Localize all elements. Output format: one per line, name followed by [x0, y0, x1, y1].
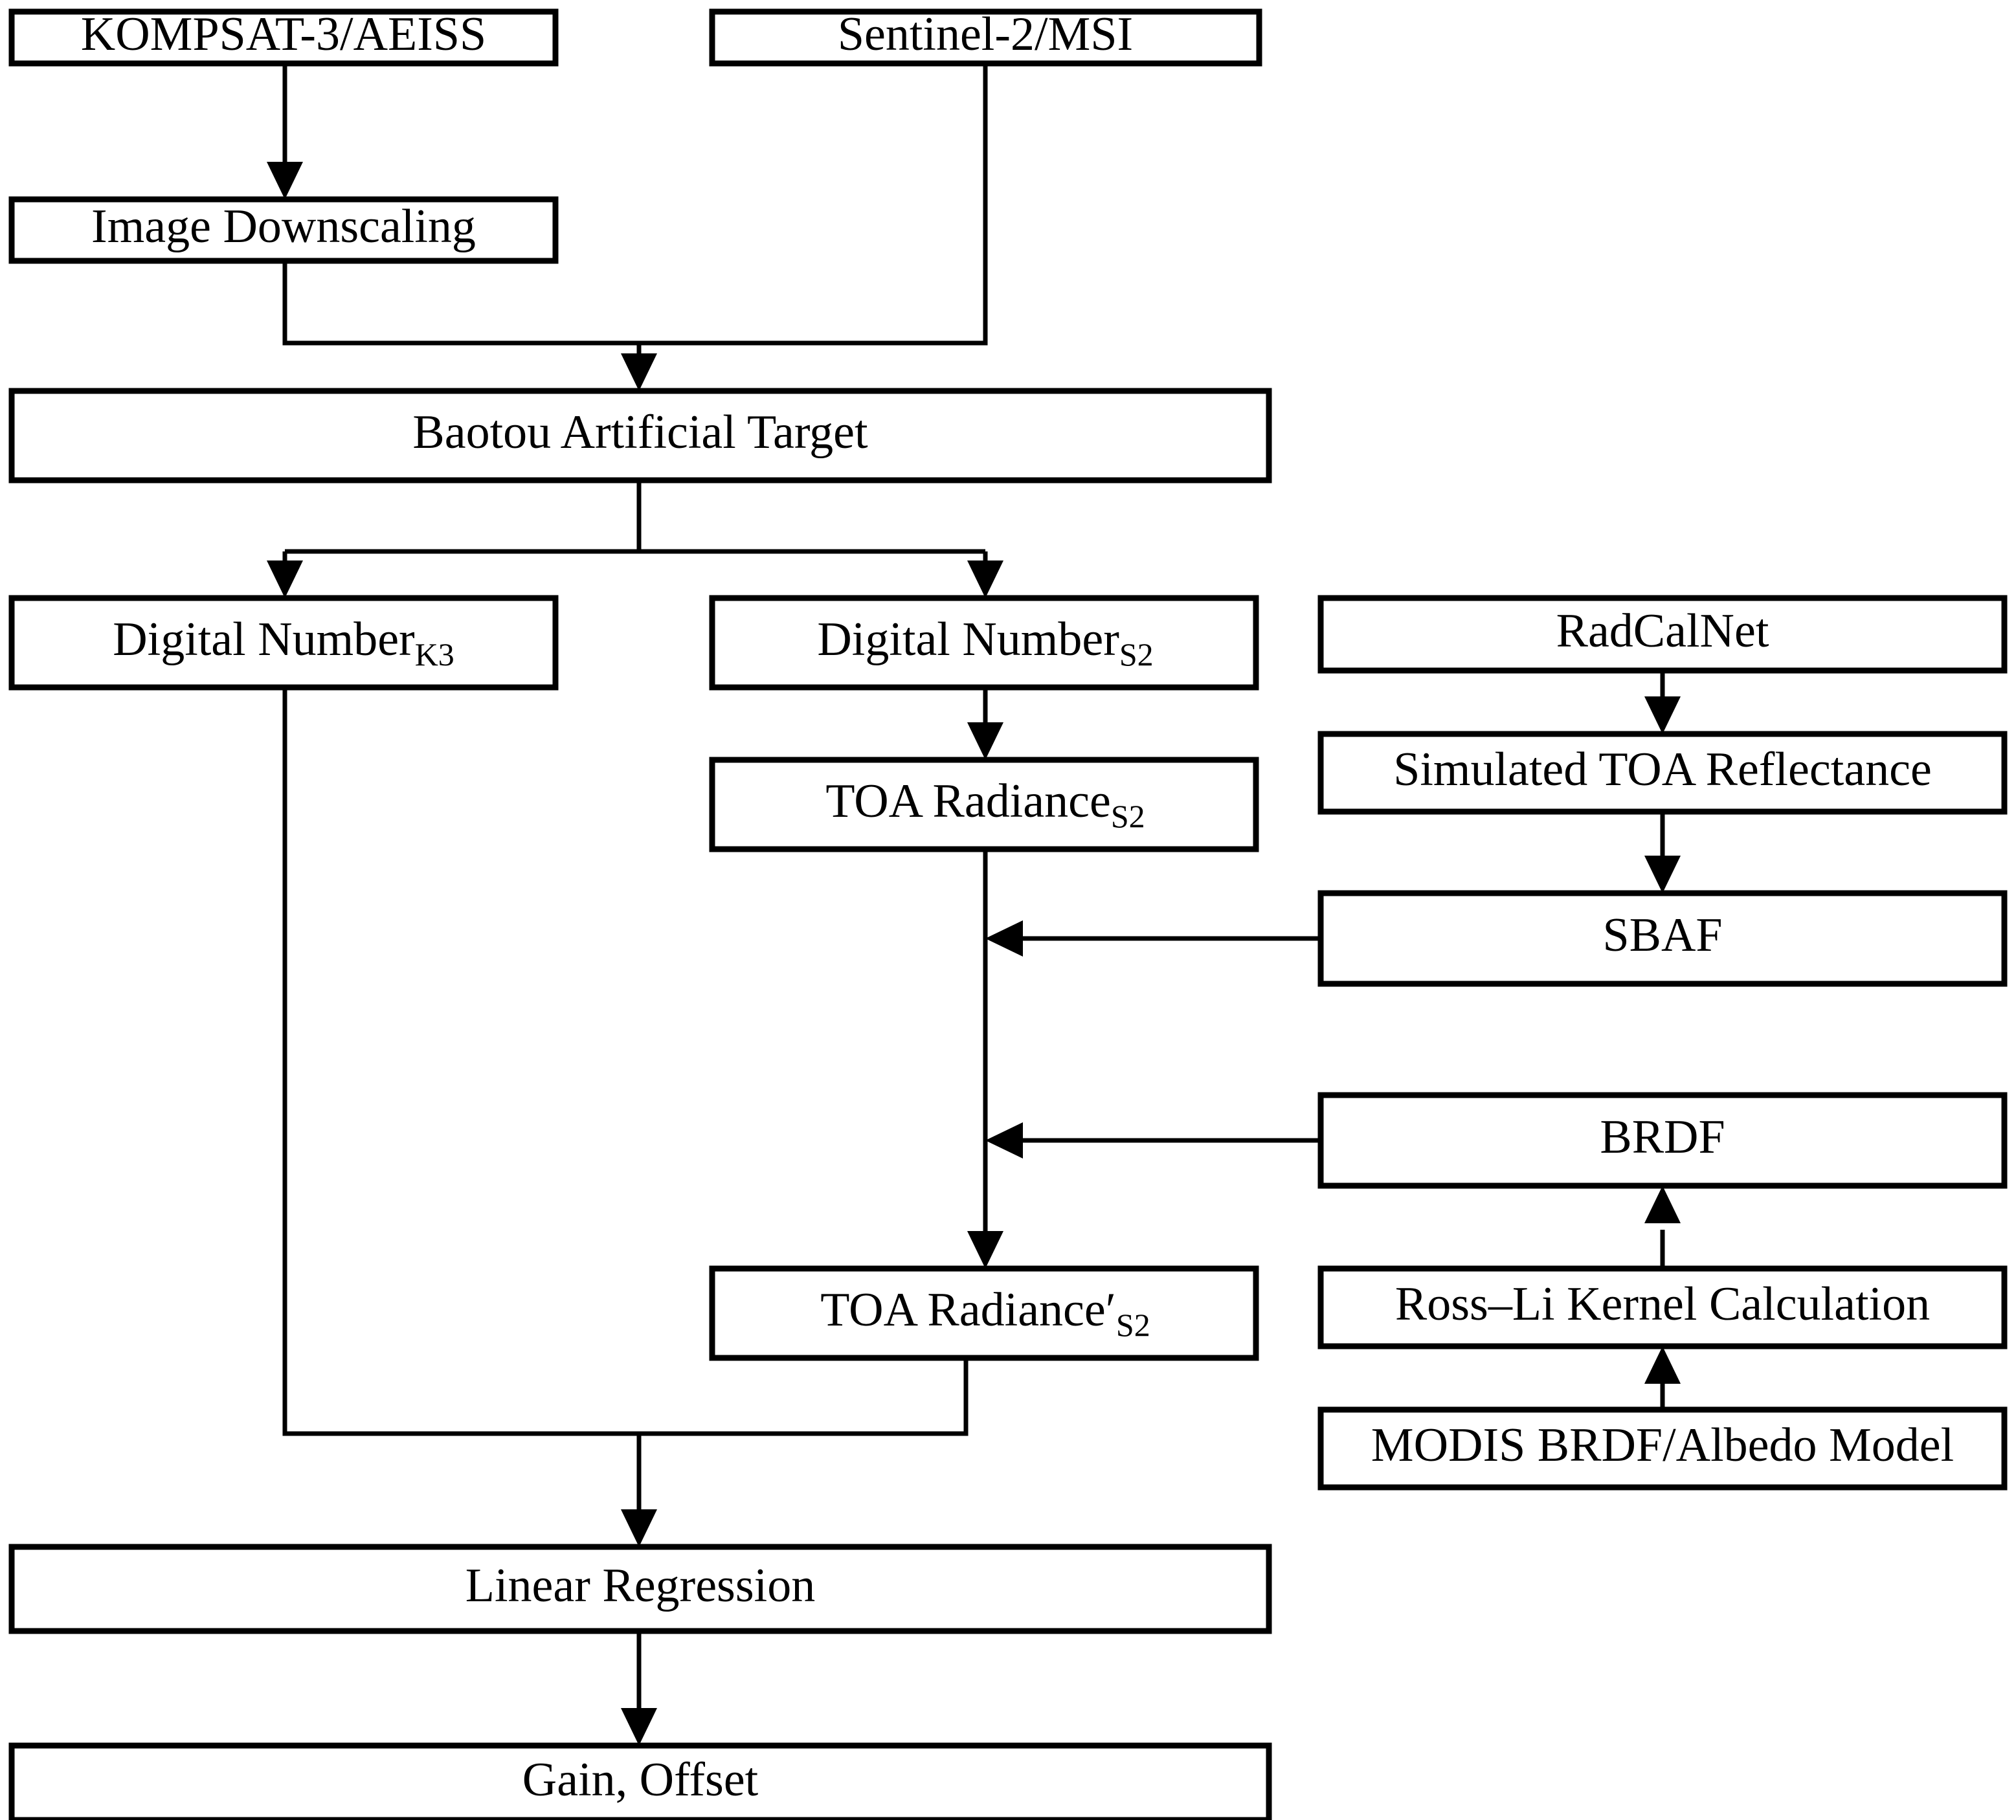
- edge-sentinel-to-merge: [639, 63, 988, 346]
- node-box-baotou[interactable]: [8, 388, 1272, 483]
- node-label-radcalnet: RadCalNet: [1556, 605, 1769, 658]
- node-toa-radiance-prime-s2[interactable]: TOA Radiance′S2: [709, 1265, 1259, 1361]
- node-box-digital-number-k3[interactable]: [8, 595, 559, 691]
- node-label-toa-radiance-prime-s2: TOA Radiance′S2: [820, 1283, 1150, 1343]
- node-sentinel[interactable]: Sentinel-2/MSI: [709, 8, 1262, 67]
- node-image-downscaling[interactable]: Image Downscaling: [8, 196, 559, 264]
- node-label-baotou: Baotou Artificial Target: [412, 406, 868, 459]
- arrowhead-linear-regression-to-gain-offset: [621, 1708, 657, 1746]
- node-brdf[interactable]: BRDF: [1317, 1092, 2008, 1189]
- node-label-modis-brdf-albedo-model: MODIS BRDF/Albedo Model: [1371, 1419, 1954, 1472]
- node-linear-regression[interactable]: Linear Regression: [8, 1544, 1272, 1634]
- node-label-kompsat: KOMPSAT-3/AEISS: [81, 8, 486, 61]
- node-label-ross-li-kernel-calculation: Ross–Li Kernel Calculation: [1395, 1278, 1930, 1331]
- arrowhead-dn-s2-to-toa-s2: [967, 722, 1003, 760]
- arrowhead-brdf-to-toa-s2-prime-line: [985, 1122, 1023, 1159]
- arrowhead-branch-to-dn-s2: [967, 560, 1003, 598]
- node-label-digital-number-k3: Digital NumberK3: [113, 613, 454, 672]
- node-label-digital-number-s2: Digital NumberS2: [817, 613, 1153, 672]
- arrowhead-merge-to-linear-regression: [621, 1509, 657, 1547]
- node-label-subscript-dn-s2: S2: [1119, 636, 1154, 672]
- node-box-gain-offset[interactable]: [8, 1742, 1272, 1820]
- arrowhead-modis-to-rossli: [1644, 1346, 1681, 1384]
- node-label-brdf: BRDF: [1600, 1111, 1725, 1164]
- node-box-image-downscaling[interactable]: [8, 196, 559, 264]
- node-radcalnet[interactable]: RadCalNet: [1317, 595, 2008, 674]
- arrowhead-branch-to-dn-k3: [267, 560, 303, 598]
- node-toa-radiance-s2[interactable]: TOA RadianceS2: [709, 757, 1259, 852]
- node-label-text-toa-s2-prime: TOA Radiance′: [820, 1283, 1116, 1337]
- node-modis-brdf-albedo-model[interactable]: MODIS BRDF/Albedo Model: [1317, 1406, 2008, 1491]
- node-box-kompsat[interactable]: [8, 8, 559, 67]
- node-label-linear-regression: Linear Regression: [465, 1559, 815, 1612]
- node-box-modis-brdf-albedo-model[interactable]: [1317, 1406, 2008, 1491]
- node-label-gain-offset: Gain, Offset: [522, 1753, 759, 1806]
- arrowhead-kompsat-to-downscale: [267, 162, 303, 199]
- node-box-toa-radiance-prime-s2[interactable]: [709, 1265, 1259, 1361]
- node-box-brdf[interactable]: [1317, 1092, 2008, 1189]
- node-label-text-dn-s2: Digital Number: [817, 613, 1119, 666]
- node-label-sentinel: Sentinel-2/MSI: [838, 8, 1133, 61]
- node-box-radcalnet[interactable]: [1317, 595, 2008, 674]
- node-label-subscript-toa-s2: S2: [1111, 798, 1145, 834]
- node-baotou[interactable]: Baotou Artificial Target: [8, 388, 1272, 483]
- node-label-text-dn-k3: Digital Number: [113, 613, 415, 666]
- node-ross-li-kernel-calculation[interactable]: Ross–Li Kernel Calculation: [1317, 1265, 2008, 1349]
- node-box-sbaf[interactable]: [1317, 890, 2008, 987]
- node-box-toa-radiance-s2[interactable]: [709, 757, 1259, 852]
- arrowhead-toa-s2-to-toa-s2-prime: [967, 1231, 1003, 1269]
- arrowhead-sbaf-to-toa-s2-line: [985, 920, 1023, 957]
- arrowhead-sim-toa-to-sbaf: [1644, 856, 1681, 893]
- node-kompsat[interactable]: KOMPSAT-3/AEISS: [8, 8, 559, 67]
- node-gain-offset[interactable]: Gain, Offset: [8, 1742, 1272, 1820]
- node-label-sbaf: SBAF: [1602, 909, 1722, 962]
- edges-layer: [267, 63, 1681, 1746]
- arrowhead-radcalnet-to-sim-toa: [1644, 696, 1681, 734]
- nodes-layer: KOMPSAT-3/AEISS Sentinel-2/MSI Image Dow…: [8, 8, 2008, 1820]
- node-sbaf[interactable]: SBAF: [1317, 890, 2008, 987]
- node-label-simulated-toa-reflectance: Simulated TOA Reflectance: [1393, 743, 1932, 796]
- node-box-digital-number-s2[interactable]: [709, 595, 1259, 691]
- node-digital-number-k3[interactable]: Digital NumberK3: [8, 595, 559, 691]
- edge-toa-s2-prime-to-merge: [639, 1358, 969, 1436]
- node-box-simulated-toa-reflectance[interactable]: [1317, 731, 2008, 815]
- edge-downscale-to-merge: [282, 261, 639, 346]
- node-simulated-toa-reflectance[interactable]: Simulated TOA Reflectance: [1317, 731, 2008, 815]
- edge-dn-k3-to-merge: [282, 687, 639, 1436]
- node-box-ross-li-kernel-calculation[interactable]: [1317, 1265, 2008, 1349]
- node-box-linear-regression[interactable]: [8, 1544, 1272, 1634]
- node-label-text-toa-s2: TOA Radiance: [825, 775, 1110, 828]
- arrowhead-rossli-to-brdf: [1644, 1186, 1681, 1223]
- node-label-subscript-dn-k3: K3: [415, 636, 454, 672]
- node-label-image-downscaling: Image Downscaling: [91, 200, 476, 253]
- node-box-sentinel[interactable]: [709, 8, 1262, 67]
- node-digital-number-s2[interactable]: Digital NumberS2: [709, 595, 1259, 691]
- arrowhead-merge-to-baotou: [621, 353, 657, 391]
- node-label-subscript-toa-s2-prime: S2: [1116, 1307, 1150, 1343]
- node-label-toa-radiance-s2: TOA RadianceS2: [825, 775, 1145, 834]
